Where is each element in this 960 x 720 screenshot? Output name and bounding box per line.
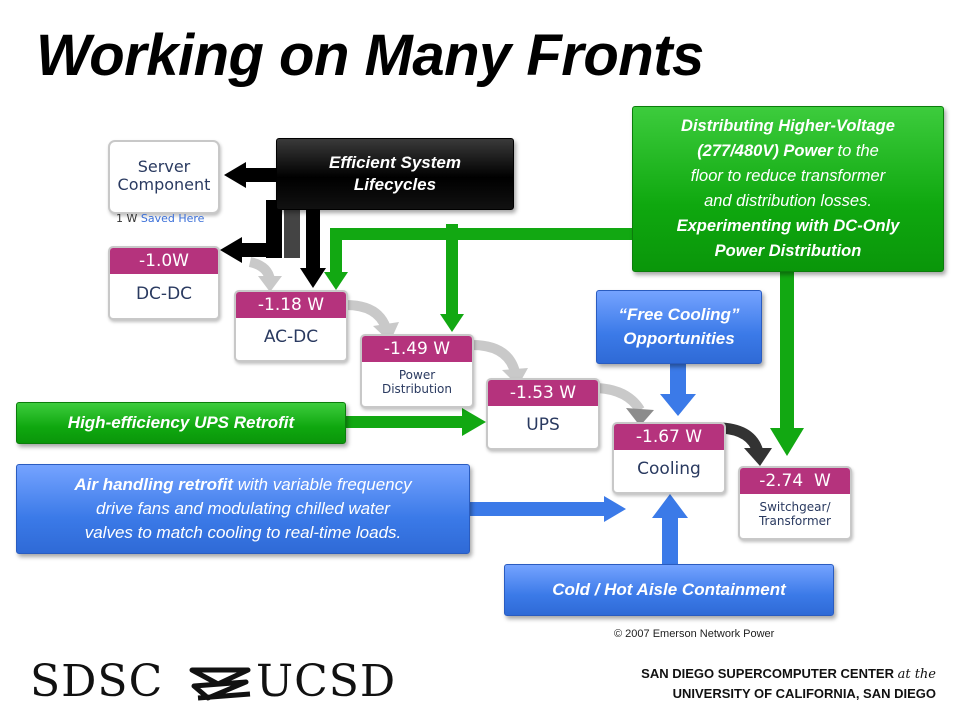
hv-line1: Distributing Higher-Voltage (681, 117, 895, 135)
air-line1-rest: with variable frequency (233, 475, 412, 494)
ucsd-logo-text: UCSD (256, 656, 397, 707)
arrow-free-cooling-down (660, 394, 696, 416)
arrow-to-acdc (300, 268, 326, 288)
ups-value: -1.53 W (488, 380, 598, 406)
footer-org1-italic: at the (897, 667, 936, 682)
switchgear-label-line2: Transformer (758, 514, 831, 528)
server-component-node: Server Component (108, 140, 220, 214)
hv-line2-rest: to the (832, 142, 879, 160)
ucsd-logo: UCSD (256, 656, 396, 707)
footer-org-line1: SAN DIEGO SUPERCOMPUTER CENTER at the (641, 666, 936, 682)
power-dist-value: -1.49 W (362, 336, 472, 362)
arrow-to-acdc-green (324, 272, 348, 290)
free-cooling-line2: Opportunities (623, 329, 735, 348)
chain-arrow-3 (471, 340, 520, 374)
containment-callout: Cold / Hot Aisle Containment (504, 564, 834, 616)
ups-retrofit-text: High-efficiency UPS Retrofit (67, 413, 295, 432)
copyright-note: © 2007 Emerson Network Power (614, 628, 775, 640)
footer-org-line2: UNIVERSITY OF CALIFORNIA, SAN DIEGO (672, 686, 936, 701)
higher-voltage-callout: Distributing Higher-Voltage (277/480V) P… (632, 106, 944, 272)
arrow-to-power-dist (440, 314, 464, 332)
power-dist-label-line2: Distribution (381, 382, 452, 396)
server-label-line2: Component (117, 175, 211, 194)
hv-line3: floor to reduce transformer (690, 167, 886, 185)
arrow-to-dcdc (220, 237, 242, 263)
chain-arrowhead-4 (626, 408, 654, 426)
hv-line2-bold: (277/480V) Power (697, 142, 833, 160)
chain-arrowhead-5 (744, 448, 772, 466)
cooling-label: Cooling (637, 459, 701, 479)
containment-text: Cold / Hot Aisle Containment (552, 580, 786, 599)
chain-arrow-4 (597, 383, 645, 413)
saved-note-highlight: Saved Here (140, 212, 205, 225)
power-distribution-node: -1.49 W Power Distribution (360, 334, 474, 408)
lifecycles-line1: Efficient System (329, 153, 461, 172)
arrow-containment-up (652, 494, 688, 518)
green-arrows (324, 224, 804, 456)
acdc-value: -1.18 W (236, 292, 346, 318)
lifecycle-arrows (220, 162, 326, 288)
switchgear-value: -2.74 W (740, 468, 850, 494)
acdc-node: -1.18 W AC-DC (234, 290, 348, 362)
efficient-lifecycles-callout: Efficient System Lifecycles (276, 138, 514, 210)
dcdc-node: -1.0W DC-DC (108, 246, 220, 320)
chain-arrow-2 (345, 300, 391, 330)
arrow-air-handling (604, 496, 626, 522)
ups-retrofit-callout: High-efficiency UPS Retrofit (16, 402, 346, 444)
arrow-to-server (224, 162, 246, 188)
chain-arrowhead-2 (373, 322, 399, 342)
trident-icon (189, 667, 251, 701)
cooling-node: -1.67 W Cooling (612, 422, 726, 494)
air-handling-callout: Air handling retrofit with variable freq… (16, 464, 470, 554)
switchgear-node: -2.74 W Switchgear/ Transformer (738, 466, 852, 540)
free-cooling-callout: “Free Cooling” Opportunities (596, 290, 762, 364)
hv-line5: Experimenting with DC-Only (676, 217, 900, 235)
saved-note-prefix: 1 W (116, 212, 141, 225)
air-line1-bold: Air handling retrofit (74, 475, 234, 494)
power-dist-label-line1: Power (398, 368, 436, 382)
saved-note: 1 W Saved Here (116, 212, 204, 225)
air-line3: valves to match cooling to real-time loa… (84, 523, 402, 542)
footer-org1: SAN DIEGO SUPERCOMPUTER CENTER (641, 666, 898, 681)
hv-line4: and distribution losses. (704, 192, 872, 210)
server-label-line1: Server (137, 157, 191, 176)
hv-line6: Power Distribution (714, 242, 862, 260)
dcdc-label: DC-DC (135, 284, 193, 304)
chain-arrowhead-3 (502, 368, 528, 386)
slide-title: Working on Many Fronts (36, 23, 704, 88)
sdsc-logo: SDSC (30, 656, 163, 707)
ups-label: UPS (526, 415, 560, 435)
dcdc-value: -1.0W (110, 248, 218, 274)
cooling-value: -1.67 W (614, 424, 724, 450)
lifecycles-line2: Lifecycles (353, 175, 437, 194)
sdsc-logo-text: SDSC (30, 656, 164, 707)
free-cooling-line1: “Free Cooling” (618, 305, 740, 324)
arrow-to-switchgear (770, 428, 804, 456)
arrow-to-ups (462, 408, 486, 436)
air-line2: drive fans and modulating chilled water (96, 499, 390, 518)
ups-node: -1.53 W UPS (486, 378, 600, 450)
chain-arrowhead-1 (258, 276, 282, 292)
blue-arrows (468, 362, 696, 564)
switchgear-label-line1: Switchgear/ (759, 500, 831, 514)
acdc-label: AC-DC (263, 327, 319, 347)
